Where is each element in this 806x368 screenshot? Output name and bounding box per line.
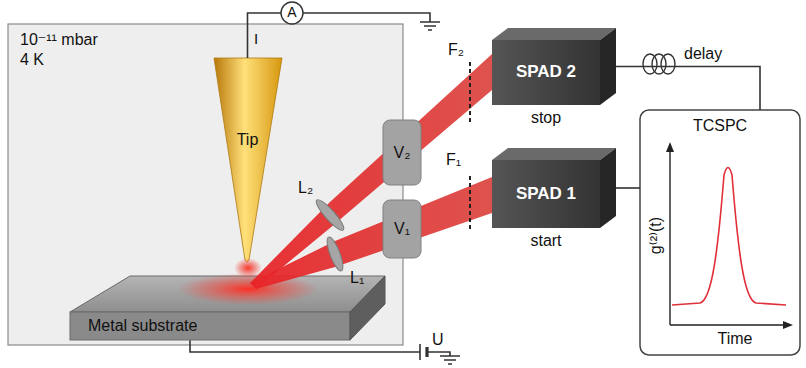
stm-tip: Tip [205, 58, 290, 264]
tip-label: Tip [205, 130, 290, 149]
axis-label: g⁽²⁾(t) [646, 217, 665, 254]
signal-wire [616, 187, 640, 189]
ground-symbol [420, 22, 440, 30]
tcspc-label: TCSPC [640, 116, 800, 135]
signal-wire [616, 67, 760, 111]
graph-axes [670, 150, 786, 325]
battery-plate [419, 344, 421, 360]
detector-front [492, 160, 600, 228]
detector-side [600, 148, 616, 228]
axis-arrow [783, 321, 793, 329]
axis-arrow [666, 142, 674, 152]
ammeter-label: A [281, 4, 303, 21]
delay-coil [652, 54, 666, 74]
spad-detector: SPAD 2stop [492, 28, 616, 105]
temperature-note: 4 K [20, 50, 44, 69]
light-beam [250, 54, 492, 289]
substrate-label: Metal substrate [88, 316, 197, 335]
tcspc-box [640, 110, 800, 355]
spad-detector: SPAD 1start [492, 148, 616, 228]
voltage-label: U [432, 330, 444, 349]
viewport: V₂ [383, 120, 421, 185]
ground-wire [303, 13, 430, 22]
filter [469, 176, 471, 230]
channel-label: stop [492, 108, 600, 127]
metal-substrate: Metal substrate [70, 276, 385, 340]
correlation-curve [672, 168, 786, 306]
lens [313, 197, 347, 234]
channel-label: start [492, 231, 600, 250]
lens-label: L₂ [298, 178, 313, 197]
substrate-front [70, 312, 350, 340]
lens [324, 235, 346, 272]
lens-label: L₁ [350, 268, 364, 287]
filter-label: F₂ [448, 40, 464, 59]
detector-front [492, 40, 600, 105]
delay-coil [661, 54, 675, 74]
tcspc-unit: TCSPC [640, 110, 800, 355]
filter [469, 62, 471, 122]
battery-plate [425, 347, 428, 357]
light-beam [250, 177, 492, 289]
detector-label: SPAD 1 [492, 184, 600, 204]
detector-label: SPAD 2 [492, 62, 600, 82]
ground-symbol [440, 356, 460, 364]
tip-glow [234, 258, 262, 278]
tip-cone [214, 58, 282, 262]
delay-coil [643, 54, 657, 74]
ammeter-symbol [281, 2, 303, 24]
detector-side [600, 28, 616, 105]
delay-label: delay [684, 44, 722, 63]
filter-label: F₁ [446, 150, 461, 169]
viewport [383, 120, 421, 185]
detector-top [492, 28, 616, 40]
vacuum-chamber [8, 24, 403, 345]
viewport: V₁ [383, 200, 421, 258]
current-label: I [254, 30, 258, 48]
viewport-label: V₂ [383, 143, 421, 162]
detector-top [492, 148, 616, 160]
viewport [383, 200, 421, 258]
ammeter: A [281, 2, 303, 24]
signal-wire [248, 13, 282, 58]
bias-wire [190, 340, 450, 356]
viewport-label: V₁ [383, 219, 421, 238]
vacuum-chamber: 10⁻¹¹ mbar4 K TipMetal substrate [8, 24, 403, 345]
pressure-note: 10⁻¹¹ mbar [20, 30, 98, 49]
axis-label: Time [718, 329, 753, 348]
